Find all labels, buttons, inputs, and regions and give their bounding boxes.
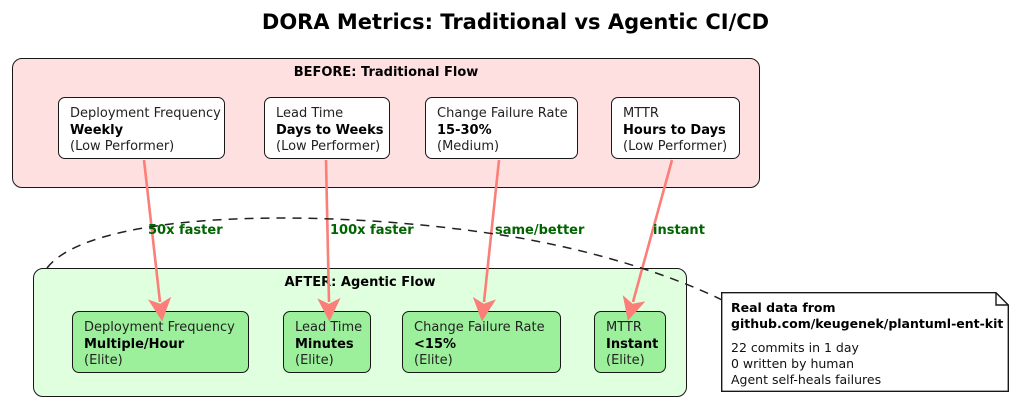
metric-value: Multiple/Hour	[84, 336, 185, 352]
metric-tier: (Elite)	[84, 353, 123, 368]
metric-name: Lead Time	[295, 320, 363, 335]
before-card-mttr[interactable]: MTTR Hours to Days (Low Performer)	[611, 97, 740, 159]
metric-name: Lead Time	[276, 106, 344, 121]
before-card-change-failure-rate[interactable]: Change Failure Rate 15-30% (Medium)	[425, 97, 578, 159]
note-line-human: 0 written by human	[731, 356, 855, 371]
note-real-data: Real data from github.com/keugenek/plant…	[721, 292, 1009, 392]
after-card-change-failure-rate[interactable]: Change Failure Rate <15% (Elite)	[402, 311, 561, 373]
note-line-commits: 22 commits in 1 day	[731, 340, 859, 355]
metric-name: Change Failure Rate	[414, 320, 545, 335]
metric-value: Weekly	[70, 122, 124, 138]
metric-value: Days to Weeks	[276, 122, 384, 138]
before-group-title: BEFORE: Traditional Flow	[293, 65, 479, 80]
metric-tier: (Low Performer)	[70, 139, 175, 154]
before-card-deployment-frequency[interactable]: Deployment Frequency Weekly (Low Perform…	[58, 97, 225, 159]
metric-tier: (Elite)	[295, 353, 334, 368]
note-body: Real data from github.com/keugenek/plant…	[721, 292, 1009, 392]
metric-tier: (Low Performer)	[623, 139, 728, 154]
metric-value: <15%	[414, 336, 457, 352]
after-card-mttr[interactable]: MTTR Instant (Elite)	[594, 311, 666, 373]
metric-value: 15-30%	[437, 122, 492, 138]
edge-label-lead-time: 100x faster	[330, 223, 414, 238]
metric-tier: (Elite)	[414, 353, 453, 368]
metric-value: Hours to Days	[623, 122, 726, 138]
metric-name: MTTR	[606, 320, 642, 335]
metric-name: Change Failure Rate	[437, 106, 568, 121]
edge-label-deployment-frequency: 50x faster	[148, 223, 223, 238]
metric-name: MTTR	[623, 106, 659, 121]
note-spacer	[731, 332, 999, 340]
before-card-lead-time[interactable]: Lead Time Days to Weeks (Low Performer)	[264, 97, 390, 159]
note-heading-line1: Real data from	[731, 300, 836, 315]
edge-label-change-failure-rate: same/better	[495, 223, 585, 238]
metric-tier: (Elite)	[606, 353, 645, 368]
metric-name: Deployment Frequency	[84, 320, 235, 335]
page-title: DORA Metrics: Traditional vs Agentic CI/…	[261, 10, 770, 34]
metric-value: Instant	[606, 336, 659, 352]
note-line-selfheal: Agent self-heals failures	[731, 372, 882, 387]
after-card-lead-time[interactable]: Lead Time Minutes (Elite)	[283, 311, 371, 373]
metric-tier: (Low Performer)	[276, 139, 381, 154]
metric-name: Deployment Frequency	[70, 106, 221, 121]
after-group-title: AFTER: Agentic Flow	[284, 275, 436, 290]
metric-tier: (Medium)	[437, 139, 500, 154]
note-heading-line2: github.com/keugenek/plantuml-ent-kit	[731, 316, 1004, 331]
metric-value: Minutes	[295, 336, 354, 352]
note-shape	[721, 292, 1009, 392]
edge-label-mttr: instant	[653, 223, 705, 238]
after-card-deployment-frequency[interactable]: Deployment Frequency Multiple/Hour (Elit…	[72, 311, 249, 373]
